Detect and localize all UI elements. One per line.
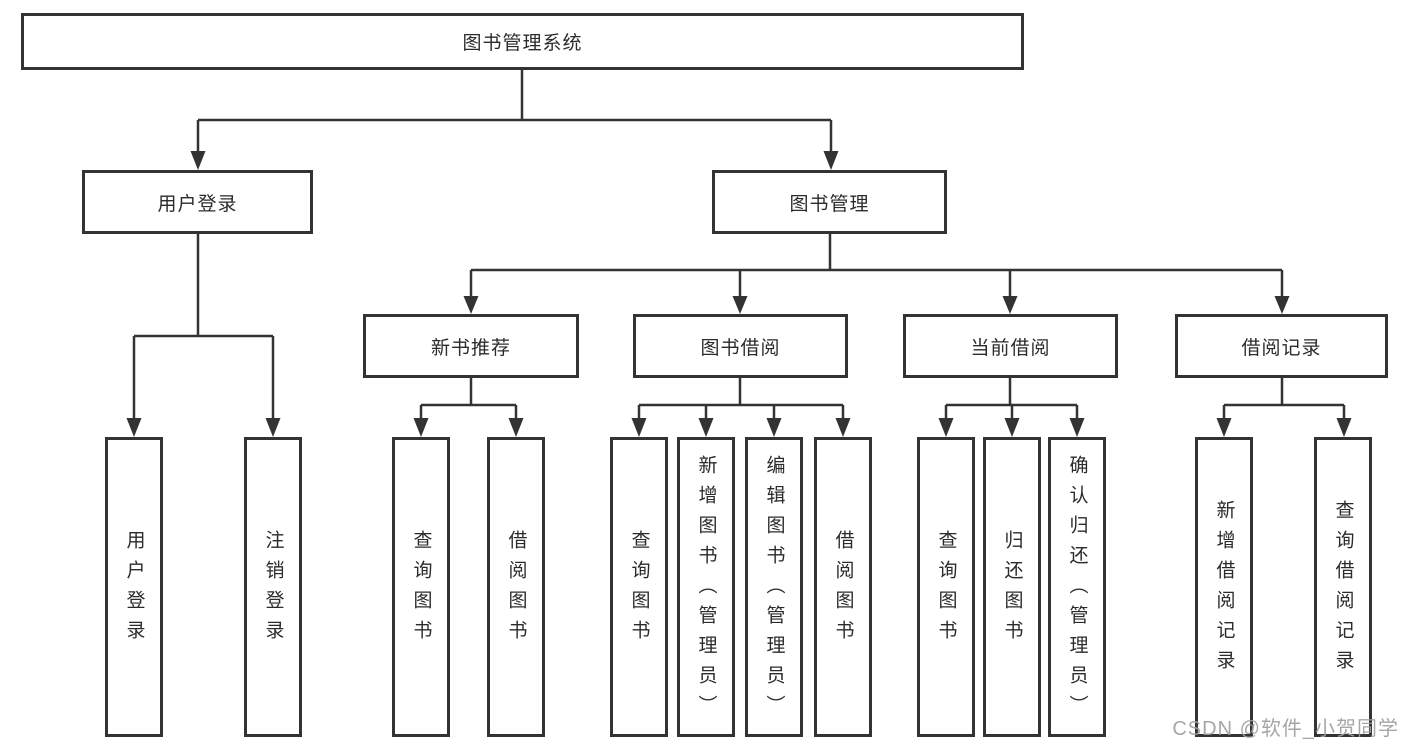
node-borrow-records: 借阅记录	[1175, 314, 1388, 378]
leaf-records-add-borrow-record: 新增借阅记录	[1195, 437, 1253, 737]
node-user-login-group: 用户登录	[82, 170, 313, 234]
leaf-borrow-add-books-admin: 新增图书（管理员）	[677, 437, 735, 737]
node-root-system: 图书管理系统	[21, 13, 1024, 70]
leaf-logout: 注销登录	[244, 437, 302, 737]
leaf-recommend-query-books: 查询图书	[392, 437, 450, 737]
watermark: CSDN @软件_小贺同学	[1172, 718, 1399, 740]
leaf-current-query-books: 查询图书	[917, 437, 975, 737]
leaf-current-confirm-return-admin: 确认归还（管理员）	[1048, 437, 1106, 737]
node-book-management-group: 图书管理	[712, 170, 947, 234]
leaf-records-query-borrow-record: 查询借阅记录	[1314, 437, 1372, 737]
leaf-borrow-borrow-books: 借阅图书	[814, 437, 872, 737]
leaf-recommend-borrow-books: 借阅图书	[487, 437, 545, 737]
node-current-borrow: 当前借阅	[903, 314, 1118, 378]
node-book-borrow: 图书借阅	[633, 314, 848, 378]
leaf-borrow-edit-books-admin: 编辑图书（管理员）	[745, 437, 803, 737]
leaf-current-return-books: 归还图书	[983, 437, 1041, 737]
leaf-borrow-query-books: 查询图书	[610, 437, 668, 737]
node-new-book-recommend: 新书推荐	[363, 314, 579, 378]
leaf-user-login: 用户登录	[105, 437, 163, 737]
